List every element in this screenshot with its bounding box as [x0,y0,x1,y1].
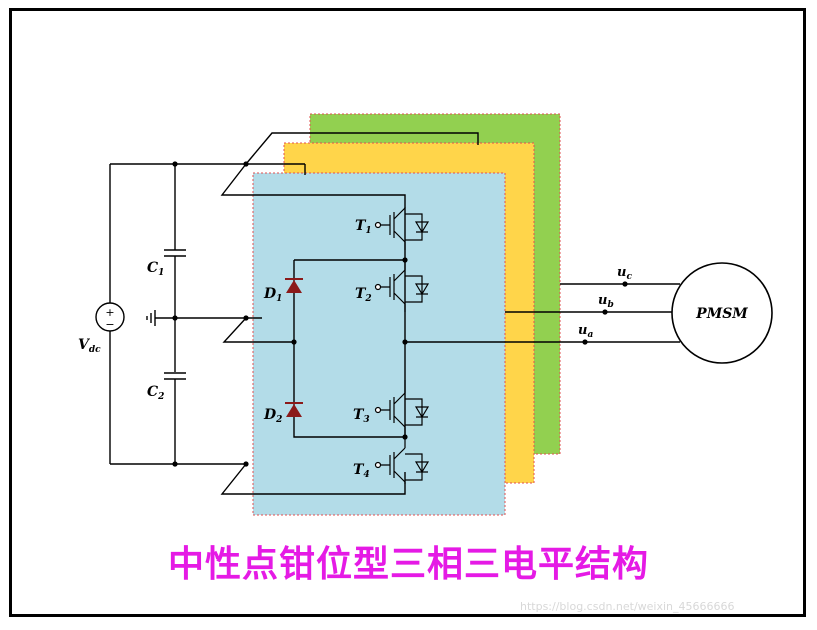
t3-label: T3 [353,407,370,425]
t2-label: T2 [355,286,372,304]
igbt-t2 [374,260,430,312]
igbt-t3 [374,380,430,437]
ub-label: ub [598,293,614,310]
diode-d1 [285,278,303,293]
svg-text:+: + [105,306,114,319]
uc-label: uc [617,265,632,282]
ua-label: ua [578,323,593,340]
bus-top-links [220,132,479,207]
diagram-caption: 中性点钳位型三相三电平结构 [167,544,649,585]
t1-label: T1 [355,218,372,236]
t4-label: T4 [353,462,370,480]
capacitor-c1 [164,249,186,257]
diode-clamp-wire [293,259,405,438]
capacitor-c2 [164,372,186,380]
motor-label: PMSM [695,306,748,322]
bus-bottom-links [220,463,406,495]
ground-icon [146,310,156,326]
c2-label: C2 [147,384,164,402]
igbt-t4 [374,437,430,484]
vdc-label: Vdc [78,337,101,355]
svg-text:−: − [105,318,114,331]
pmsm-motor [671,262,773,364]
junction-dots [172,161,628,467]
d1-label: D1 [263,286,282,304]
diode-d2 [285,402,303,417]
neutral-links [222,317,294,343]
igbt-t1 [374,207,430,250]
c1-label: C1 [147,260,164,278]
d2-label: D2 [263,407,282,425]
watermark-text: https://blog.csdn.net/weixin_45666666 [520,600,735,613]
dc-source-icon: + − [95,302,125,332]
